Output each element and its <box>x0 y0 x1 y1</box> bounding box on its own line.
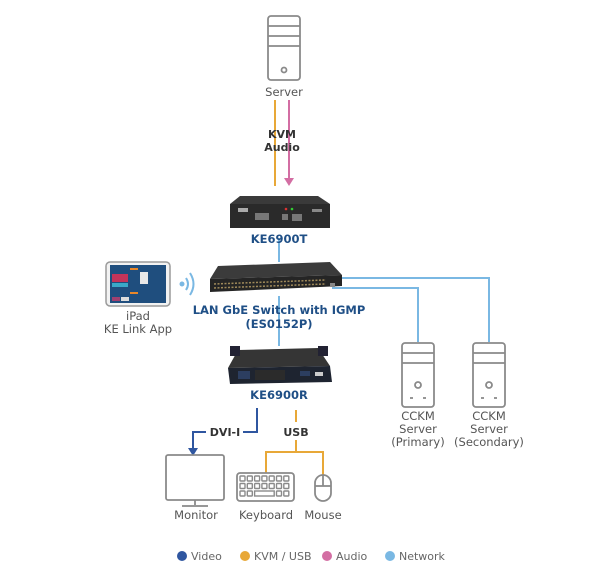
legend-swatch-kvm-usb <box>240 551 250 561</box>
keyboard-key <box>261 482 268 490</box>
keyboard-key <box>283 475 290 482</box>
ke6900t-label: KE6900T <box>251 232 308 246</box>
keyboard-key <box>275 482 283 490</box>
network-line-cckm-primary <box>332 287 419 342</box>
legend: Video KVM / USB Audio Network <box>177 550 446 563</box>
keyboard-key <box>239 482 246 490</box>
keyboard-key <box>275 475 283 482</box>
legend-swatch-video <box>177 551 187 561</box>
keyboard-key <box>253 475 261 482</box>
keyboard-key <box>268 475 275 482</box>
ipad-label-line1: iPad <box>126 309 150 323</box>
cckm-secondary-server-icon <box>472 342 506 408</box>
mouse-icon <box>314 474 332 502</box>
dvi-connection-label: DVI-I <box>210 426 240 439</box>
cckm-secondary-label-2: Server <box>470 422 508 436</box>
keyboard-label: Keyboard <box>239 508 293 522</box>
video-arrow <box>188 448 198 456</box>
video-line <box>243 408 258 433</box>
switch-device-icon <box>210 262 342 292</box>
cckm-primary-label-2: Server <box>399 422 437 436</box>
keyboard-key <box>283 490 290 497</box>
legend-label: Audio <box>336 550 368 563</box>
legend-label: Network <box>399 550 446 563</box>
keyboard-key <box>246 482 254 490</box>
usb-connection-label: USB <box>283 426 308 439</box>
keyboard-key <box>239 475 246 482</box>
server-icon <box>267 15 301 81</box>
usb-line-mouse <box>296 451 324 475</box>
mouse-label: Mouse <box>304 508 341 522</box>
kvm-connection-label: KVM <box>268 128 296 141</box>
switch-label-line1: LAN GbE Switch with IGMP <box>193 303 366 317</box>
legend-label: Video <box>191 550 222 563</box>
usb-line <box>265 440 297 473</box>
ipad-icon <box>105 261 171 307</box>
monitor-icon <box>165 454 225 507</box>
cckm-secondary-label-3: (Secondary) <box>454 435 524 449</box>
ipad-label-line2: KE Link App <box>104 322 172 336</box>
cckm-primary-label-1: CCKM <box>401 409 435 423</box>
keyboard-icon <box>236 472 295 502</box>
keyboard-key <box>268 482 275 490</box>
keyboard-key <box>253 482 261 490</box>
server-label: Server <box>265 85 303 99</box>
ke6900r-device-icon <box>228 346 332 384</box>
ke6900t-device-icon <box>230 196 330 228</box>
cckm-secondary-label-1: CCKM <box>472 409 506 423</box>
keyboard-key <box>275 490 283 497</box>
keyboard-key <box>246 475 254 482</box>
cckm-primary-label-3: (Primary) <box>391 435 444 449</box>
keyboard-spacebar <box>253 490 275 497</box>
keyboard-key <box>239 490 246 497</box>
legend-label: KVM / USB <box>254 550 312 563</box>
ke6900r-label: KE6900R <box>250 388 308 402</box>
network-line-cckm-secondary <box>342 277 490 342</box>
keyboard-key <box>261 475 268 482</box>
video-line-2 <box>192 431 206 450</box>
wireless-icon <box>179 272 195 296</box>
switch-label-line2: (ES0152P) <box>245 317 312 331</box>
keyboard-key <box>283 482 290 490</box>
keyboard-key <box>246 490 254 497</box>
legend-swatch-audio <box>322 551 332 561</box>
audio-arrow <box>284 178 294 186</box>
legend-swatch-network <box>385 551 395 561</box>
monitor-label: Monitor <box>174 508 218 522</box>
cckm-primary-server-icon <box>401 342 435 408</box>
audio-connection-label: Audio <box>264 141 300 154</box>
